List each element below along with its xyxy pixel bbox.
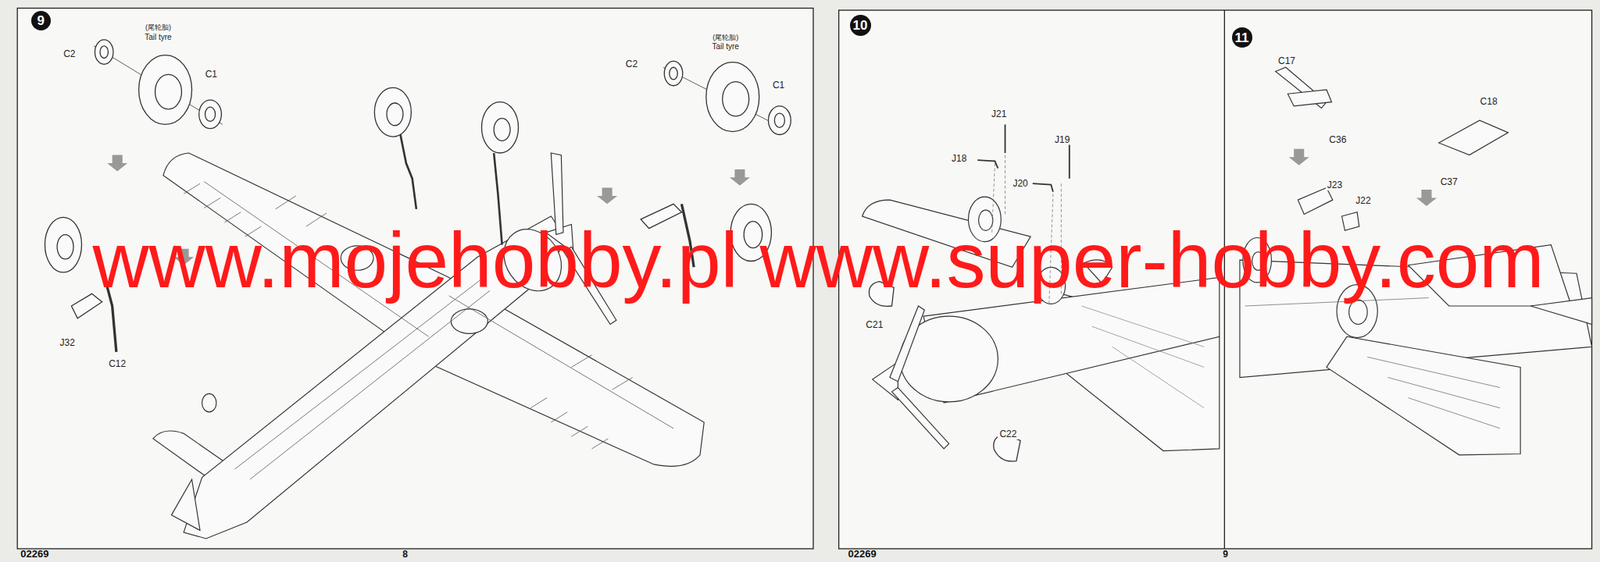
step-number: 9: [31, 10, 51, 31]
step-number-text: 10: [853, 18, 868, 33]
part-number: J23: [1325, 180, 1344, 191]
part-caption: Tail tyre: [142, 33, 173, 43]
page-number: 8: [400, 550, 410, 561]
part-number: J18: [950, 153, 968, 165]
step-number-text: 9: [37, 14, 45, 28]
step-number-text: 11: [1235, 31, 1250, 45]
part-number: C18: [1478, 96, 1500, 108]
part-number: C12: [107, 359, 128, 370]
part-number: J19: [1053, 135, 1072, 146]
part-number: C2: [61, 49, 77, 60]
part-number: J22: [1353, 196, 1372, 207]
chinese-caption: (尾轮胎): [710, 34, 740, 42]
part-number: J32: [58, 338, 77, 349]
chinese-caption: (尾轮胎): [143, 24, 173, 32]
part-number: C36: [1327, 135, 1348, 146]
kit-number: 02269: [18, 549, 50, 561]
part-caption: Tail tyre: [710, 42, 740, 52]
step-number: 11: [1232, 27, 1253, 48]
part-number: J20: [1010, 178, 1029, 190]
watermark: www.mojehobby.pl www.super-hobby.com: [90, 219, 1546, 302]
kit-number: 02269: [846, 549, 879, 561]
step-number: 10: [850, 14, 872, 36]
part-number: C37: [1439, 177, 1460, 188]
page-number: 9: [1221, 550, 1230, 561]
part-number: C17: [1276, 56, 1297, 67]
part-number: C2: [624, 59, 640, 70]
part-number: C21: [864, 320, 885, 331]
part-number: C1: [203, 69, 219, 80]
part-number: C22: [997, 429, 1018, 440]
part-number: J21: [989, 109, 1008, 120]
part-number: C1: [771, 80, 786, 91]
